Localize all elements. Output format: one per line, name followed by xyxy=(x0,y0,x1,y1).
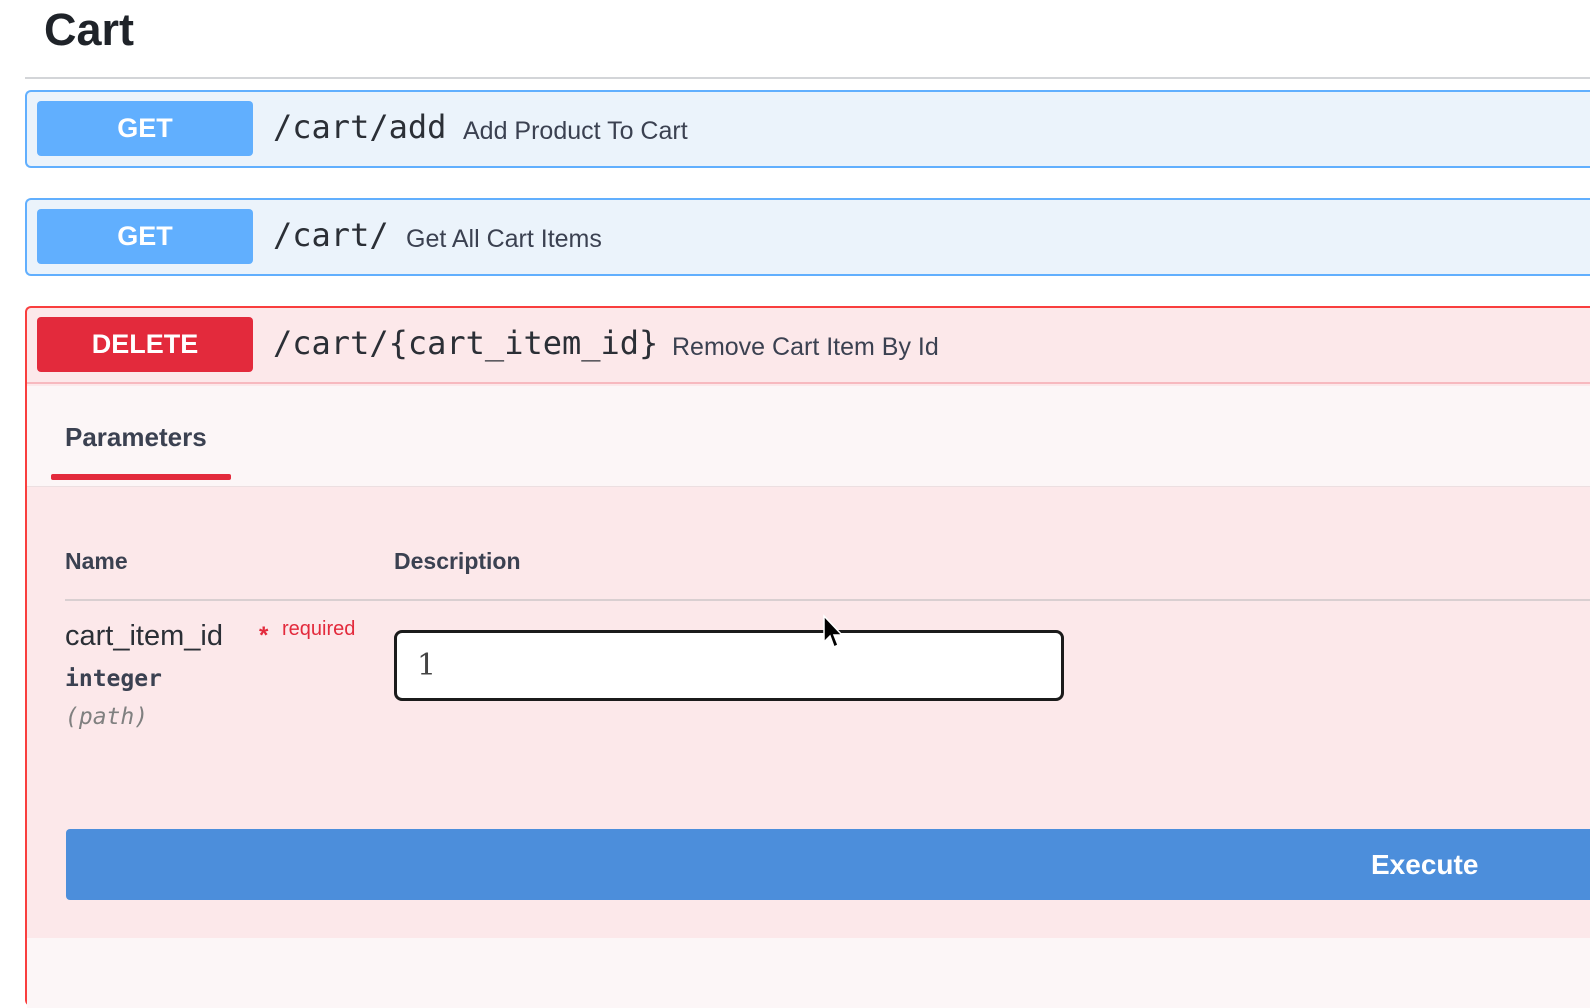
table-header-divider xyxy=(65,599,1590,601)
operation-summary[interactable]: GET /cart/ Get All Cart Items xyxy=(27,200,1590,276)
required-label: required xyxy=(282,618,356,640)
method-badge-delete: DELETE xyxy=(37,317,253,372)
column-header-name: Name xyxy=(65,548,128,574)
operation-description: Get All Cart Items xyxy=(406,225,602,253)
parameter-type: integer xyxy=(65,666,162,692)
operation-path: /cart/ xyxy=(273,216,389,254)
operation-get-cart[interactable]: GET /cart/ Get All Cart Items xyxy=(25,198,1590,276)
parameter-location: (path) xyxy=(65,704,149,730)
section-title: Cart xyxy=(44,4,135,55)
active-tab-indicator xyxy=(51,474,231,480)
operation-path: /cart/add xyxy=(273,108,447,146)
operation-get-cart-add[interactable]: GET /cart/add Add Product To Cart xyxy=(25,90,1590,168)
required-asterisk: * xyxy=(259,622,269,649)
operation-path: /cart/{cart_item_id} xyxy=(273,324,659,362)
column-header-description: Description xyxy=(394,548,521,574)
operation-summary[interactable]: DELETE /cart/{cart_item_id} Remove Cart … xyxy=(27,308,1590,384)
mouse-pointer-icon xyxy=(823,614,844,649)
parameters-tab-header: Parameters xyxy=(27,386,1590,487)
cart-item-id-input[interactable] xyxy=(394,630,1064,701)
parameters-table: Name Description cart_item_id * required… xyxy=(27,488,1590,948)
operation-delete-cart-item: DELETE /cart/{cart_item_id} Remove Cart … xyxy=(25,306,1590,1008)
method-badge-get: GET xyxy=(37,209,253,264)
execute-button[interactable]: Execute xyxy=(66,829,1590,900)
operation-footer xyxy=(27,938,1590,1008)
tab-parameters[interactable]: Parameters xyxy=(65,422,207,452)
operation-description: Remove Cart Item By Id xyxy=(672,333,939,361)
operation-description: Add Product To Cart xyxy=(463,117,688,145)
parameter-name: cart_item_id xyxy=(65,620,223,652)
method-badge-get: GET xyxy=(37,101,253,156)
execute-button-label: Execute xyxy=(1371,849,1479,880)
operation-summary[interactable]: GET /cart/add Add Product To Cart xyxy=(27,92,1590,168)
section-divider xyxy=(25,77,1590,79)
